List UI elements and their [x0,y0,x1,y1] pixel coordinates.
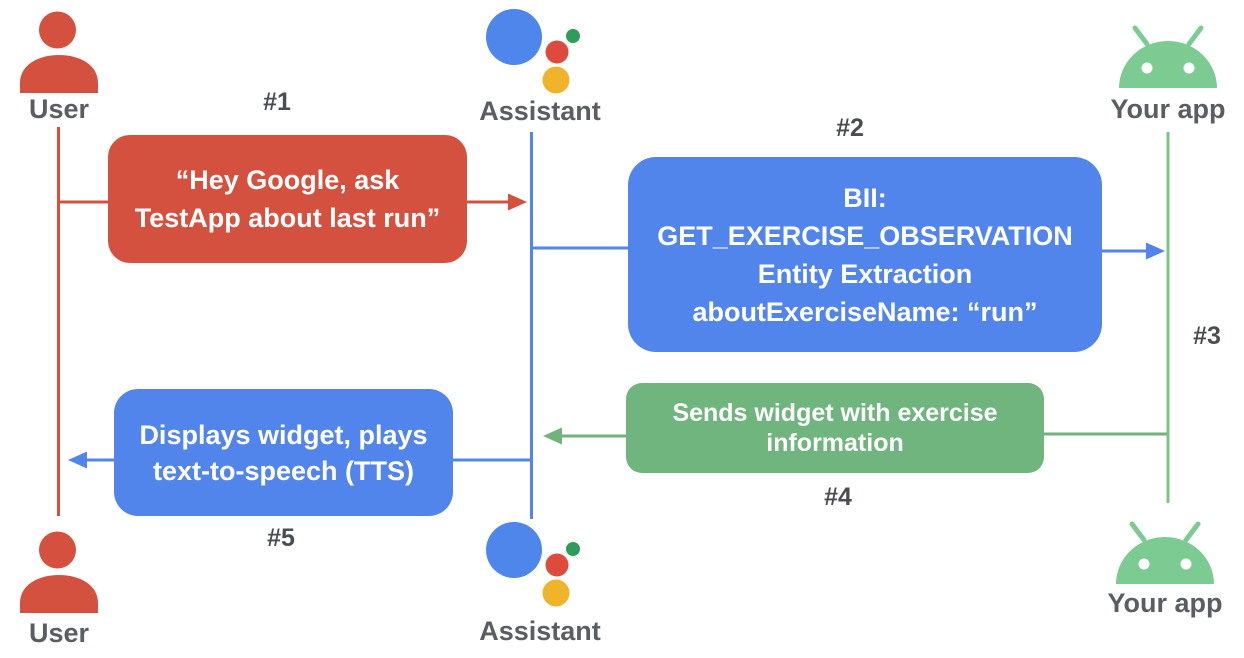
step-3-number: #3 [1193,322,1221,350]
message-line: aboutExerciseName: “run” [692,296,1038,327]
user-icon [20,531,98,613]
message-line: TestApp about last run” [134,203,441,233]
step-4-number: #4 [824,483,852,511]
arrowhead-step4-icon [543,427,562,445]
step-2-message-box: BII: GET_EXERCISE_OBSERVATION Entity Ext… [628,157,1102,352]
arrowhead-step1-icon [508,193,527,211]
assistant-icon [486,522,580,607]
message-line: GET_EXERCISE_OBSERVATION [657,220,1073,251]
message-line: Displays widget, plays [139,419,428,450]
step-1-message-box: “Hey Google, ask TestApp about last run” [108,135,467,263]
actor-label-assistant-bottom: Assistant [479,616,601,646]
message-line: information [766,429,904,457]
step-1-number: #1 [263,88,291,116]
arrowhead-step2-icon [1146,242,1165,260]
step-2-number: #2 [836,114,864,142]
android-icon [1116,521,1214,584]
actor-label-user-top: User [28,94,90,124]
actor-label-app-top: Your app [1110,94,1226,124]
message-line: Sends widget with exercise [672,399,998,427]
android-icon [1119,25,1217,88]
message-line: Entity Extraction [757,258,973,289]
message-line: “Hey Google, ask [175,165,400,195]
assistant-icon [486,9,580,94]
actor-label-app-bottom: Your app [1107,588,1223,618]
message-line: text-to-speech (TTS) [152,455,414,486]
actor-label-assistant-top: Assistant [479,96,601,126]
step-5-number: #5 [267,524,295,552]
user-icon [20,11,98,93]
step-4-message-box: Sends widget with exercise information [626,383,1044,473]
arrowhead-step5-icon [68,451,87,469]
step-5-message-box: Displays widget, plays text-to-speech (T… [114,389,453,516]
message-line: BII: [843,182,887,213]
actor-label-user-bottom: User [28,618,90,648]
